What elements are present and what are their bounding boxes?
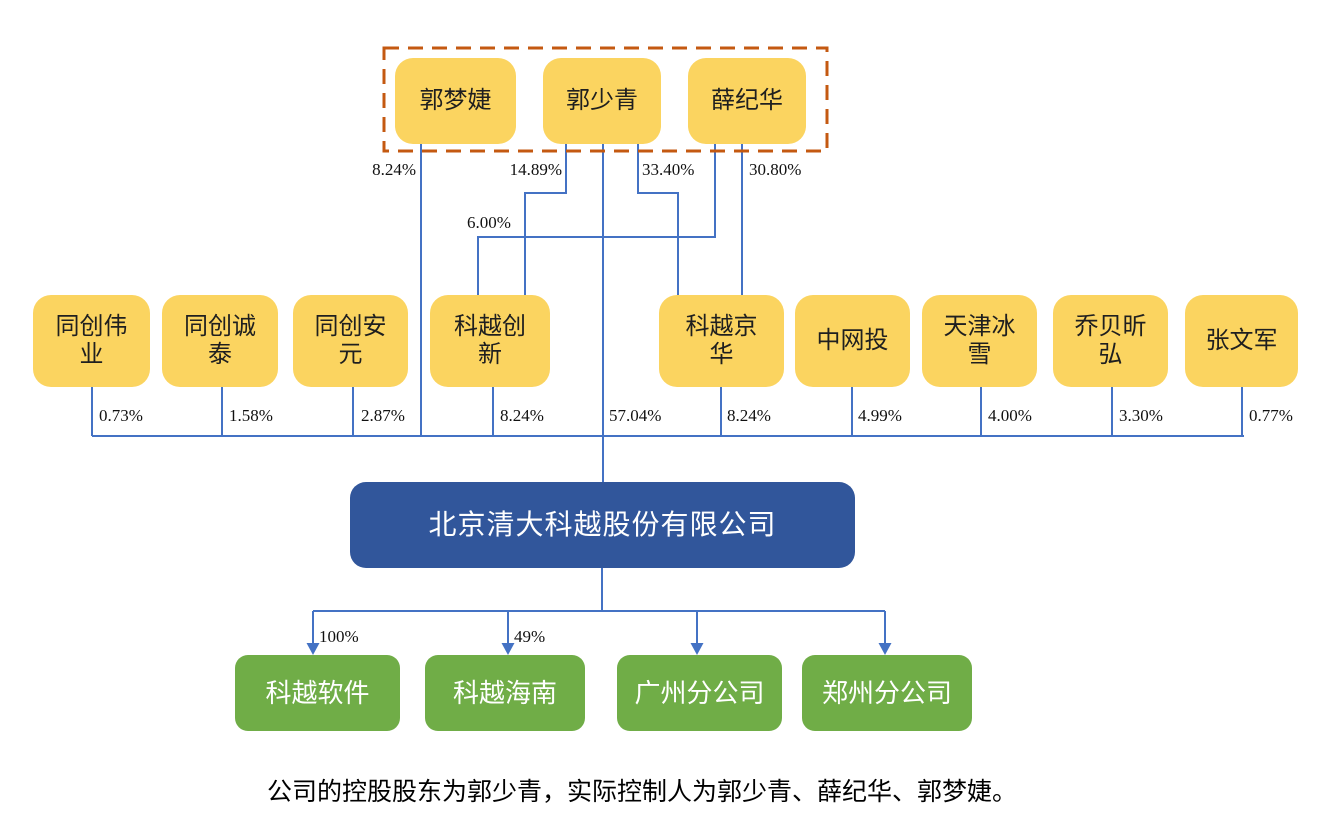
node-guo-mengjie: 郭梦婕 <box>395 58 516 144</box>
node-xue-jihua: 薛纪华 <box>688 58 806 144</box>
edge-guo-shaoqing-to-keyue-chuangxin <box>524 144 567 296</box>
node-guo-shaoqing: 郭少青 <box>543 58 661 144</box>
node-keyue-hainan: 科越海南 <box>425 655 585 731</box>
node-tongchuang-anyuan: 同创安元 <box>293 295 408 387</box>
ownership-pct-label: 57.04% <box>609 406 662 425</box>
ownership-pct-label: 3.30% <box>1119 406 1163 425</box>
ownership-pct-label: 8.24% <box>500 406 544 425</box>
node-keyue-ruanjian: 科越软件 <box>235 655 400 731</box>
node-keyue-chuangxin: 科越创新 <box>430 295 550 387</box>
ownership-pct-label: 4.00% <box>988 406 1032 425</box>
node-zhang-wenjun: 张文军 <box>1185 295 1298 387</box>
ownership-pct-label: 0.73% <box>99 406 143 425</box>
node-company: 北京清大科越股份有限公司 <box>350 482 855 568</box>
edge-xue-jihua-to-keyue-chuangxin <box>477 144 716 296</box>
ownership-pct-label: 1.58% <box>229 406 273 425</box>
node-keyue-jinghua: 科越京华 <box>659 295 784 387</box>
node-tongchuang-weiye: 同创伟业 <box>33 295 150 387</box>
ownership-pct-label: 30.80% <box>749 160 802 179</box>
node-qiao-beixin-hong: 乔贝昕弘 <box>1053 295 1168 387</box>
ownership-pct-label: 100% <box>319 627 359 646</box>
ownership-pct-label: 8.24% <box>372 160 416 179</box>
actual-controllers-dashed-border <box>382 46 829 153</box>
node-zhongwangtou: 中网投 <box>795 295 910 387</box>
ownership-pct-label: 8.24% <box>727 406 771 425</box>
diagram-caption: 公司的控股股东为郭少青，实际控制人为郭少青、薛纪华、郭梦婕。 <box>266 779 1017 806</box>
node-guangzhou-branch: 广州分公司 <box>617 655 782 731</box>
arrowhead-zhengzhou <box>878 643 892 655</box>
node-tianjin-bingxue: 天津冰雪 <box>922 295 1037 387</box>
node-tongchuang-chengtai: 同创诚泰 <box>162 295 278 387</box>
ownership-pct-label: 6.00% <box>467 213 511 232</box>
ownership-pct-label: 4.99% <box>858 406 902 425</box>
ownership-pct-label: 14.89% <box>509 160 562 179</box>
ownership-pct-label: 2.87% <box>361 406 405 425</box>
node-zhengzhou-branch: 郑州分公司 <box>802 655 972 731</box>
ownership-pct-label: 0.77% <box>1249 406 1293 425</box>
arrowhead-keyue-hainan <box>501 643 515 655</box>
arrowhead-guangzhou <box>690 643 704 655</box>
arrowhead-keyue-ruanjian <box>306 643 320 655</box>
ownership-pct-label: 33.40% <box>642 160 695 179</box>
ownership-pct-label: 49% <box>514 627 546 646</box>
edge-guo-shaoqing-to-keyue-jinghua <box>637 144 679 296</box>
